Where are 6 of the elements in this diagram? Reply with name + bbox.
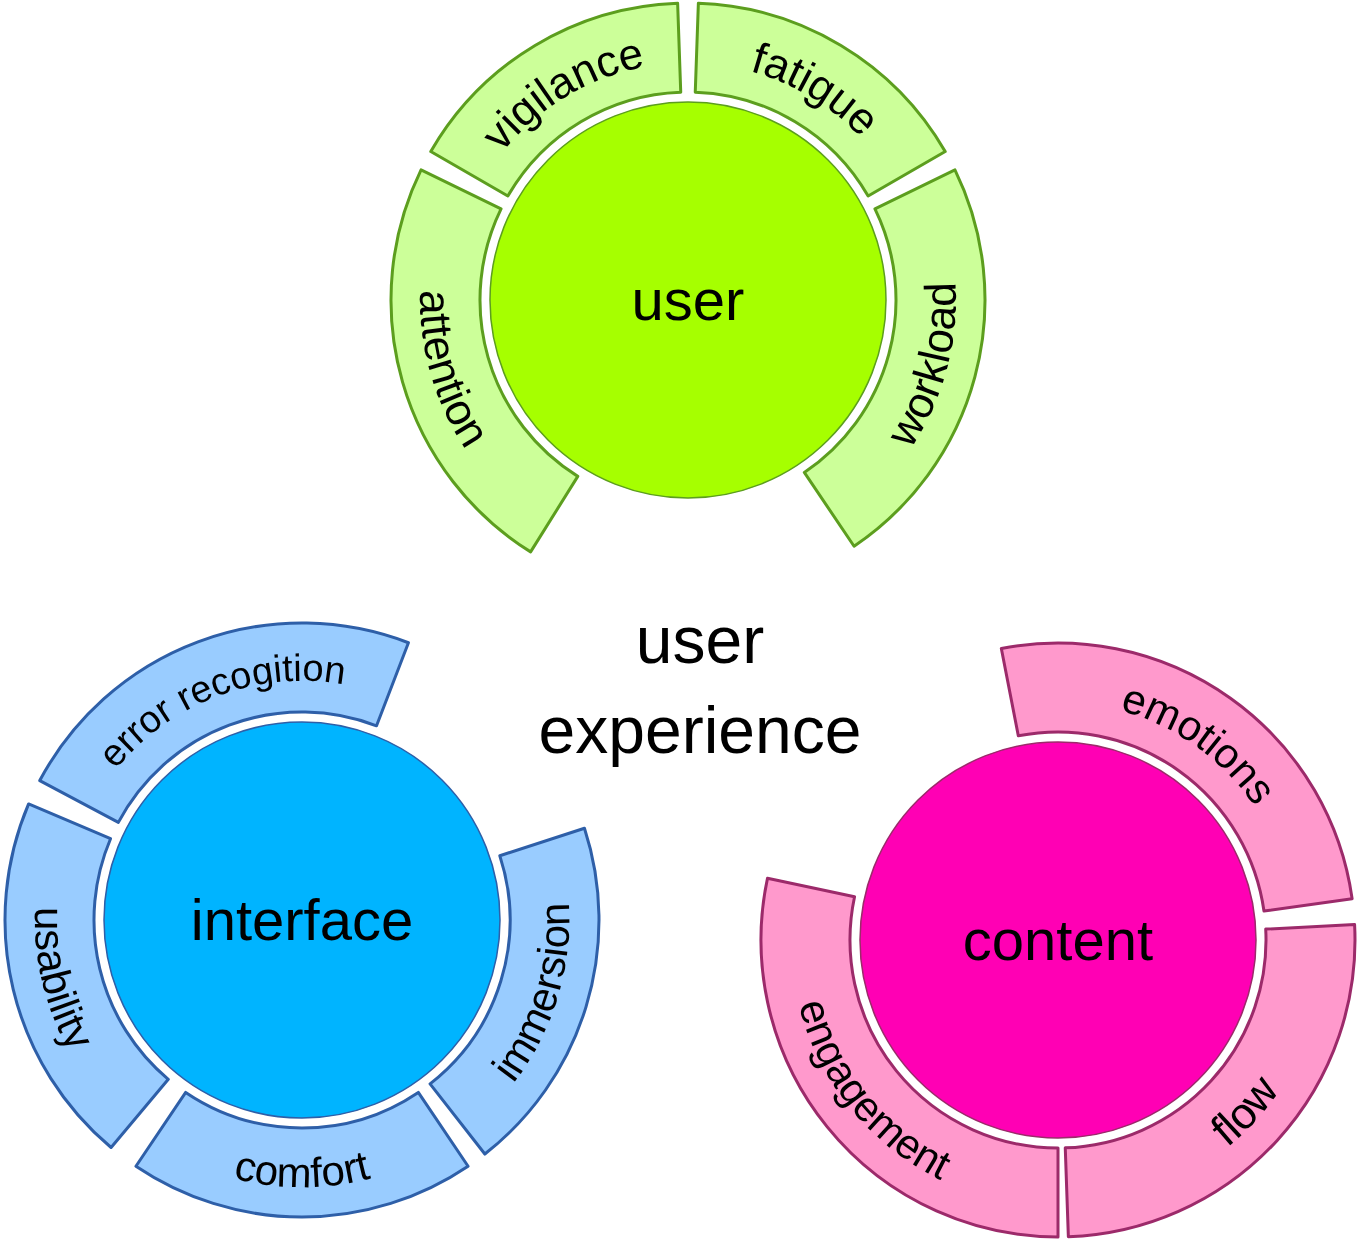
category-label: user xyxy=(631,267,745,333)
category-label: content xyxy=(962,907,1154,973)
segment-label: flow xyxy=(1201,1066,1288,1155)
category-label: interface xyxy=(190,887,414,953)
center-caption: user experience xyxy=(537,602,863,769)
segment-label: comfort xyxy=(230,1141,374,1197)
